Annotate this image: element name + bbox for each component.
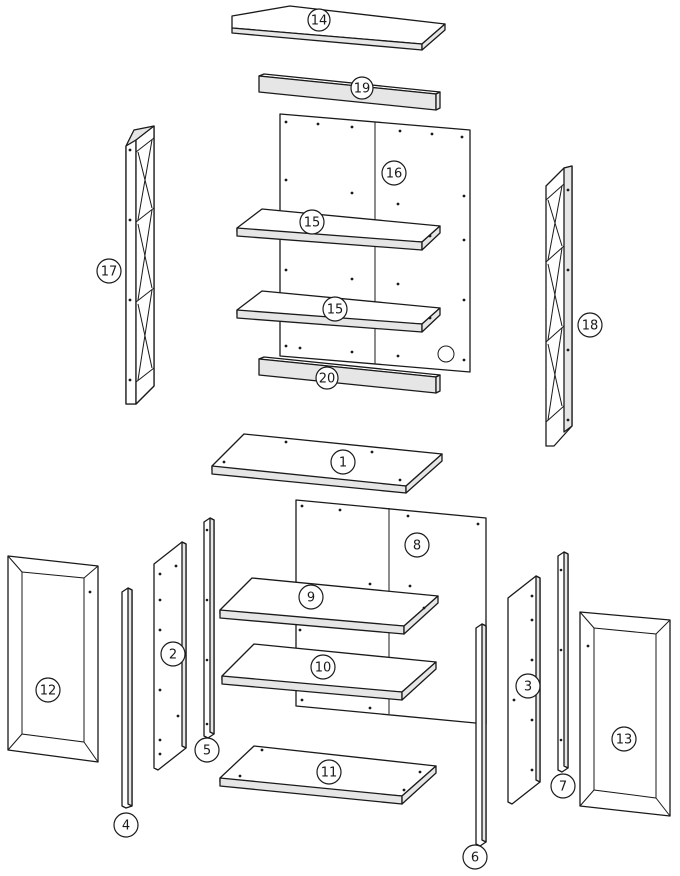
callout-18-label: 18 [582, 319, 599, 334]
callout-10: 10 [310, 654, 336, 680]
callout-20: 20 [315, 366, 339, 390]
callout-12: 12 [35, 677, 61, 703]
part-12-left-door [7, 555, 99, 763]
callout-15b: 15 [322, 296, 348, 322]
part-7-right-post [557, 551, 569, 773]
callout-6-label: 6 [471, 851, 479, 866]
callout-17: 17 [96, 258, 122, 284]
callout-1: 1 [330, 449, 356, 475]
callout-17-label: 17 [101, 265, 118, 280]
part-1-middle-board [211, 433, 443, 494]
callout-1-label: 1 [339, 456, 347, 471]
part-13-right-door [579, 611, 671, 817]
callout-13-label: 13 [616, 733, 633, 748]
callout-8: 8 [404, 532, 430, 558]
part-20-lower-rail [258, 356, 441, 394]
callout-16: 16 [381, 160, 407, 186]
callout-4: 4 [113, 812, 139, 838]
callout-20-label: 20 [319, 372, 336, 387]
callout-3: 3 [515, 673, 541, 699]
callout-12-label: 12 [40, 684, 57, 699]
callout-2-label: 2 [169, 648, 177, 663]
callout-5-label: 5 [203, 744, 211, 759]
part-4-left-strip [121, 587, 133, 809]
callout-5: 5 [194, 737, 220, 763]
part-5-left-post [203, 517, 215, 739]
callout-2: 2 [160, 641, 186, 667]
part-6-right-strip [475, 623, 487, 847]
callout-15a-label: 15 [304, 216, 321, 231]
part-18-right-lattice-frame [545, 165, 573, 447]
callout-6: 6 [462, 844, 488, 870]
part-17-left-lattice-frame [125, 125, 155, 405]
callout-9-label: 9 [307, 591, 315, 606]
callout-16-label: 16 [386, 167, 403, 182]
part-15-shelf-a [236, 208, 441, 251]
callout-19: 19 [350, 76, 374, 100]
callout-11: 11 [316, 759, 342, 785]
callout-7: 7 [550, 773, 576, 799]
callout-10-label: 10 [315, 661, 332, 676]
callout-15b-label: 15 [327, 303, 344, 318]
part-9-lower-shelf [219, 577, 439, 635]
callout-18: 18 [577, 312, 603, 338]
callout-11-label: 11 [321, 766, 338, 781]
callout-14-label: 14 [311, 14, 328, 29]
callout-9: 9 [298, 584, 324, 610]
part-19-top-rail [258, 73, 441, 111]
callout-7-label: 7 [559, 780, 567, 795]
callout-13: 13 [611, 726, 637, 752]
callout-15a: 15 [299, 209, 325, 235]
part-14-top-board [231, 5, 446, 51]
callout-3-label: 3 [524, 680, 532, 695]
callout-4-label: 4 [122, 819, 130, 834]
callout-14: 14 [307, 8, 331, 32]
callout-19-label: 19 [354, 82, 371, 97]
callout-8-label: 8 [413, 539, 421, 554]
